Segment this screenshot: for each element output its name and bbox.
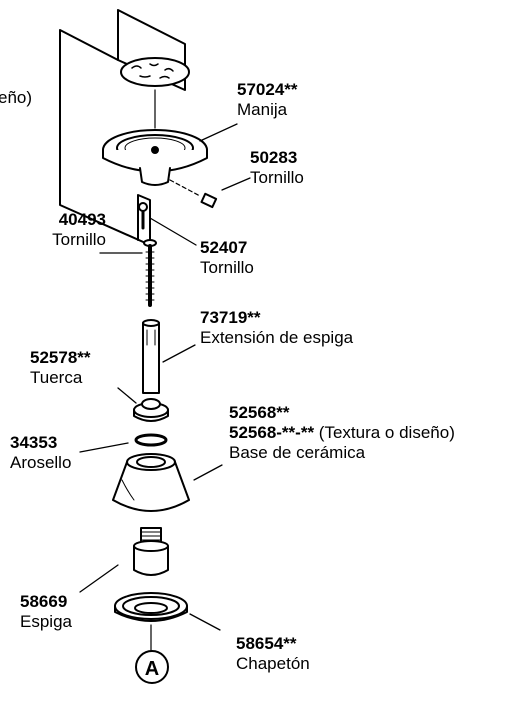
part-number: 57024** [237, 80, 298, 99]
part-name: Manija [237, 100, 288, 119]
label-text: eño) [0, 88, 33, 107]
label-espiga: 58669 Espiga [20, 592, 72, 632]
part-name: Tornillo [52, 230, 106, 249]
handle-insert-disc [120, 57, 190, 87]
part-note: (Textura o diseño) [318, 423, 455, 442]
frame-line [117, 9, 186, 91]
leader-tornillo-small [149, 217, 197, 246]
set-screw [200, 192, 218, 209]
part-name: Espiga [20, 612, 72, 631]
part-alt-line: 52568-**-** (Textura o diseño) [229, 423, 455, 443]
leader-tuerca [117, 387, 137, 404]
frame-line [59, 29, 151, 246]
part-number: 34353 [10, 433, 58, 452]
part-name: Arosello [10, 453, 72, 472]
label-manija: 57024** Manija [237, 80, 298, 120]
leader-base [193, 464, 223, 481]
label-tornillo-long: 40493 Tornillo [34, 210, 106, 250]
label-tornillo-small: 52407 Tornillo [200, 238, 254, 278]
callout-circle-a: A [135, 650, 169, 684]
stem-body [133, 545, 169, 576]
label-base: 52568** 52568-**-** (Textura o diseño) B… [229, 403, 455, 463]
part-number: 50283 [250, 148, 298, 167]
part-number: 52407 [200, 238, 248, 257]
part-number: 58669 [20, 592, 68, 611]
label-tuerca: 52578** Tuerca [30, 348, 91, 388]
label-chapeton: 58654** Chapetón [236, 634, 310, 674]
part-name: Tornillo [250, 168, 304, 187]
label-extension: 73719** Extensión de espiga [200, 308, 353, 348]
leader-manija [199, 123, 238, 142]
part-number: 73719** [200, 308, 261, 327]
part-name: Chapetón [236, 654, 310, 673]
part-number: 58654** [236, 634, 297, 653]
o-ring [134, 433, 168, 447]
part-number: 40493 [58, 210, 106, 229]
leader-arosello [79, 442, 129, 453]
part-number-alt: 52568-**-** [229, 423, 315, 442]
frame-line [137, 194, 151, 246]
label-top-left-fragment: eño) [0, 88, 32, 108]
part-number: 52568** [229, 403, 290, 422]
part-number: 52578** [30, 348, 91, 367]
leader-chapeton [189, 613, 221, 631]
leader-tornillo-set [221, 177, 251, 191]
label-arosello: 34353 Arosello [10, 433, 71, 473]
label-tornillo-set: 50283 Tornillo [250, 148, 304, 188]
part-name: Extensión de espiga [200, 328, 354, 347]
part-name: Tuerca [30, 368, 83, 387]
leader-extension [162, 344, 196, 363]
part-name: Base de cerámica [229, 443, 366, 462]
part-name: Tornillo [200, 258, 254, 277]
leader-espiga [79, 564, 119, 593]
stem-extension [142, 322, 160, 394]
